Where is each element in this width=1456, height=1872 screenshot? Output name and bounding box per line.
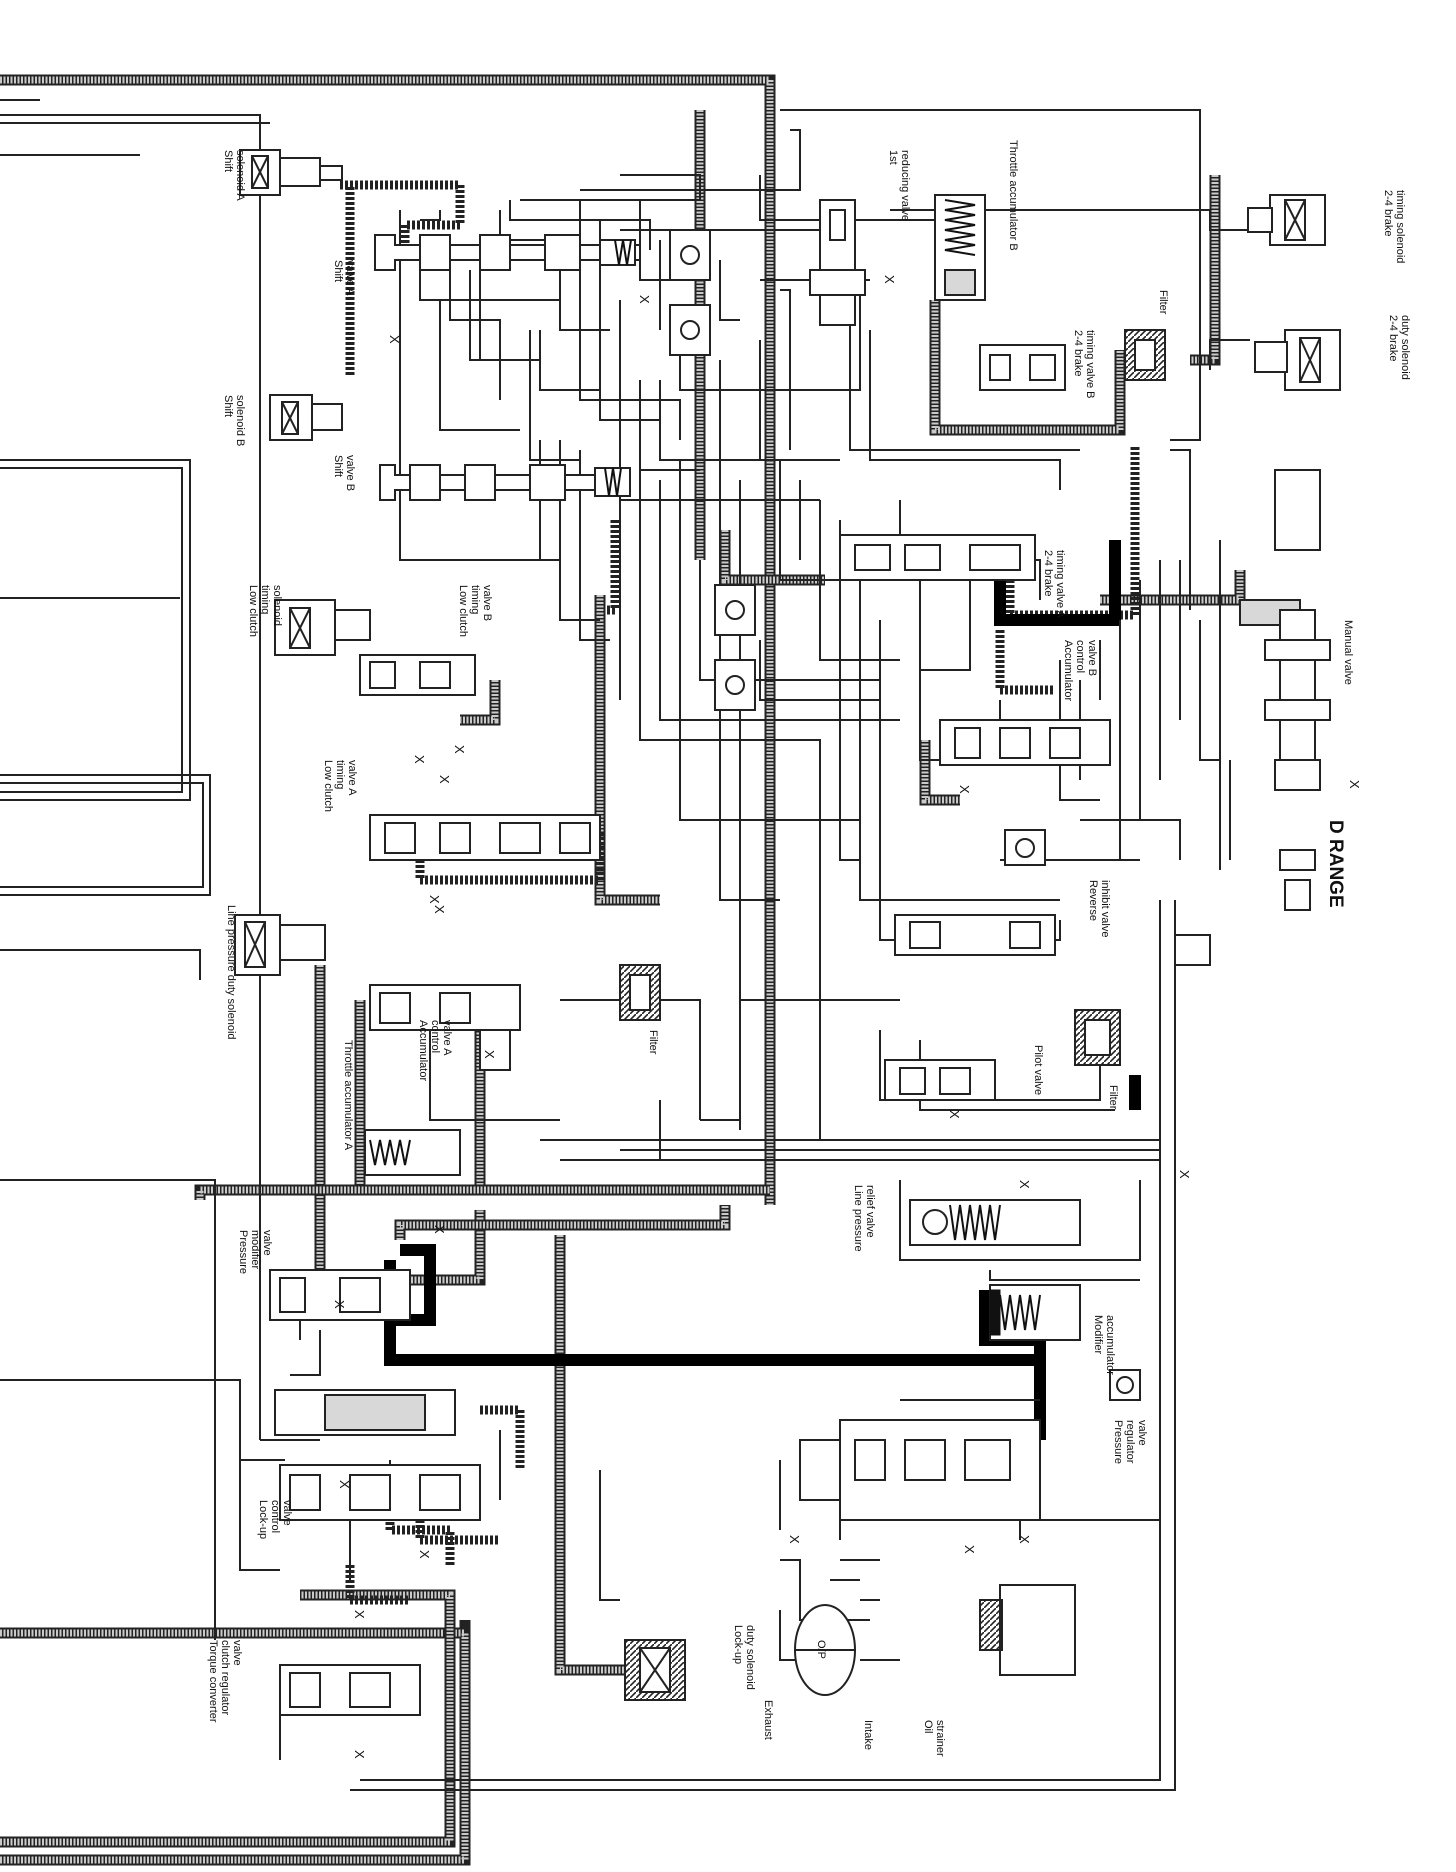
exhaust-port-marker: X — [417, 1550, 432, 1559]
component-labels: Shiftsolenoid A Shiftvalve A Shiftsolenoid… — [207, 140, 1411, 1759]
thin-lines — [0, 99, 1270, 1791]
exhaust-port-marker: X — [452, 745, 467, 754]
exhaust-port-marker: X — [387, 335, 402, 344]
modifier-accumulator — [989, 1284, 1081, 1341]
exhaust-port-marker: X — [352, 1610, 367, 1619]
exhaust-port-marker: X — [432, 1225, 447, 1234]
exhaust-port-marker: X — [352, 1750, 367, 1759]
label-manual-valve: Manual valve — [1342, 620, 1354, 685]
label-filter-top: Filter — [1157, 290, 1169, 315]
label-throttle-accumulator-b: Throttle accumulator B — [1007, 140, 1019, 251]
exhaust-port-marker: X — [412, 755, 427, 764]
exhaust-port-marker: X — [947, 1110, 962, 1119]
label-oil-pump: O/P — [815, 1640, 827, 1659]
label-exhaust: Exhaust — [762, 1700, 774, 1740]
exhaust-port-marker: X — [882, 275, 897, 284]
exhaust-port-marker: X — [637, 295, 652, 304]
exhaust-port-marker: X — [787, 1535, 802, 1544]
label-shift-solenoid-b: Shiftsolenoid B — [222, 395, 246, 446]
label-low-clutch-timing-solenoid: Low clutchtimingsolenoid — [247, 585, 283, 637]
label-intake: Intake — [862, 1720, 874, 1750]
label-pressure-regulator-valve: Pressureregulatorvalve — [1112, 1420, 1148, 1464]
exhaust-port-marker: X — [1017, 1180, 1032, 1189]
exhaust-port-marker: X — [1347, 780, 1362, 789]
label-shift-valve-b: Shiftvalve B — [332, 455, 356, 491]
label-oil-strainer: Oilstrainer — [922, 1720, 946, 1757]
exhaust-port-marker: X — [332, 1300, 347, 1309]
label-brake-duty-solenoid: 2-4 brakeduty solenoid — [1387, 315, 1411, 380]
label-filter-right: Filter — [1107, 1085, 1119, 1110]
label-lockup-duty-solenoid: Lock-upduty solenoid — [732, 1625, 756, 1690]
label-accumulator-control-valve-a: Accumulatorcontrolvalve A — [417, 1020, 453, 1081]
exhaust-port-marker: X — [437, 775, 452, 784]
control-lines — [340, 180, 1140, 1605]
exhaust-port-marker: X — [1017, 1535, 1032, 1544]
exhaust-port-marker: X — [427, 895, 442, 904]
label-filter-mid: Filter — [647, 1030, 659, 1055]
exhaust-port-marker: X — [432, 905, 447, 914]
label-modifier-accumulator: Modifieraccumulator — [1092, 1315, 1116, 1375]
label-brake-timing-solenoid: 2-4 braketiming solenoid — [1382, 190, 1406, 263]
exhaust-port-marker: X — [1177, 1170, 1192, 1179]
label-brake-timing-valve-a: 2-4 braketiming valve A — [1042, 550, 1066, 619]
label-d-range: D RANGE — [1325, 820, 1346, 908]
exhaust-port-marker: X — [482, 1050, 497, 1059]
oil-strainer — [979, 1599, 1003, 1651]
label-brake-timing-valve-b: 2-4 braketiming valve B — [1072, 330, 1096, 398]
exhaust-port-marker: X — [962, 1545, 977, 1554]
label-throttle-accumulator-a: Throttle accumulator A — [342, 1040, 354, 1151]
throttle-accumulator-a — [364, 1129, 461, 1176]
label-pressure-modifier-valve: Pressuremodifiervalve — [237, 1230, 273, 1274]
exhaust-port-marker: X — [957, 785, 972, 794]
label-pilot-valve: Pilot valve — [1032, 1045, 1044, 1095]
manual-valve — [1274, 469, 1321, 551]
label-line-pressure-duty-solenoid: Line pressure duty solenoid — [225, 905, 237, 1040]
label-accumulator-control-valve-b: Accumulatorcontrolvalve B — [1062, 640, 1098, 701]
label-reverse-inhibit-valve: Reverseinhibit valve — [1087, 880, 1111, 937]
label-shift-solenoid-a: Shiftsolenoid A — [222, 150, 246, 201]
exhaust-port-marker: X — [337, 1480, 352, 1489]
label-low-clutch-timing-valve-a: Low clutchtimingvalve A — [322, 760, 358, 812]
label-torque-converter-clutch-regulator-valve: Torque converterclutch regulatorvalve — [207, 1640, 243, 1723]
label-first-reducing-valve: 1streducing valve — [887, 150, 911, 221]
label-shift-valve-a: Shiftvalve A — [332, 260, 356, 296]
components — [234, 149, 1341, 1716]
label-line-pressure-relief-valve: Line pressurerelief valve — [852, 1185, 876, 1252]
label-low-clutch-timing-valve-b: Low clutchtimingvalve B — [457, 585, 493, 637]
label-lockup-control-valve: Lock-upcontrolvalve — [257, 1500, 293, 1539]
